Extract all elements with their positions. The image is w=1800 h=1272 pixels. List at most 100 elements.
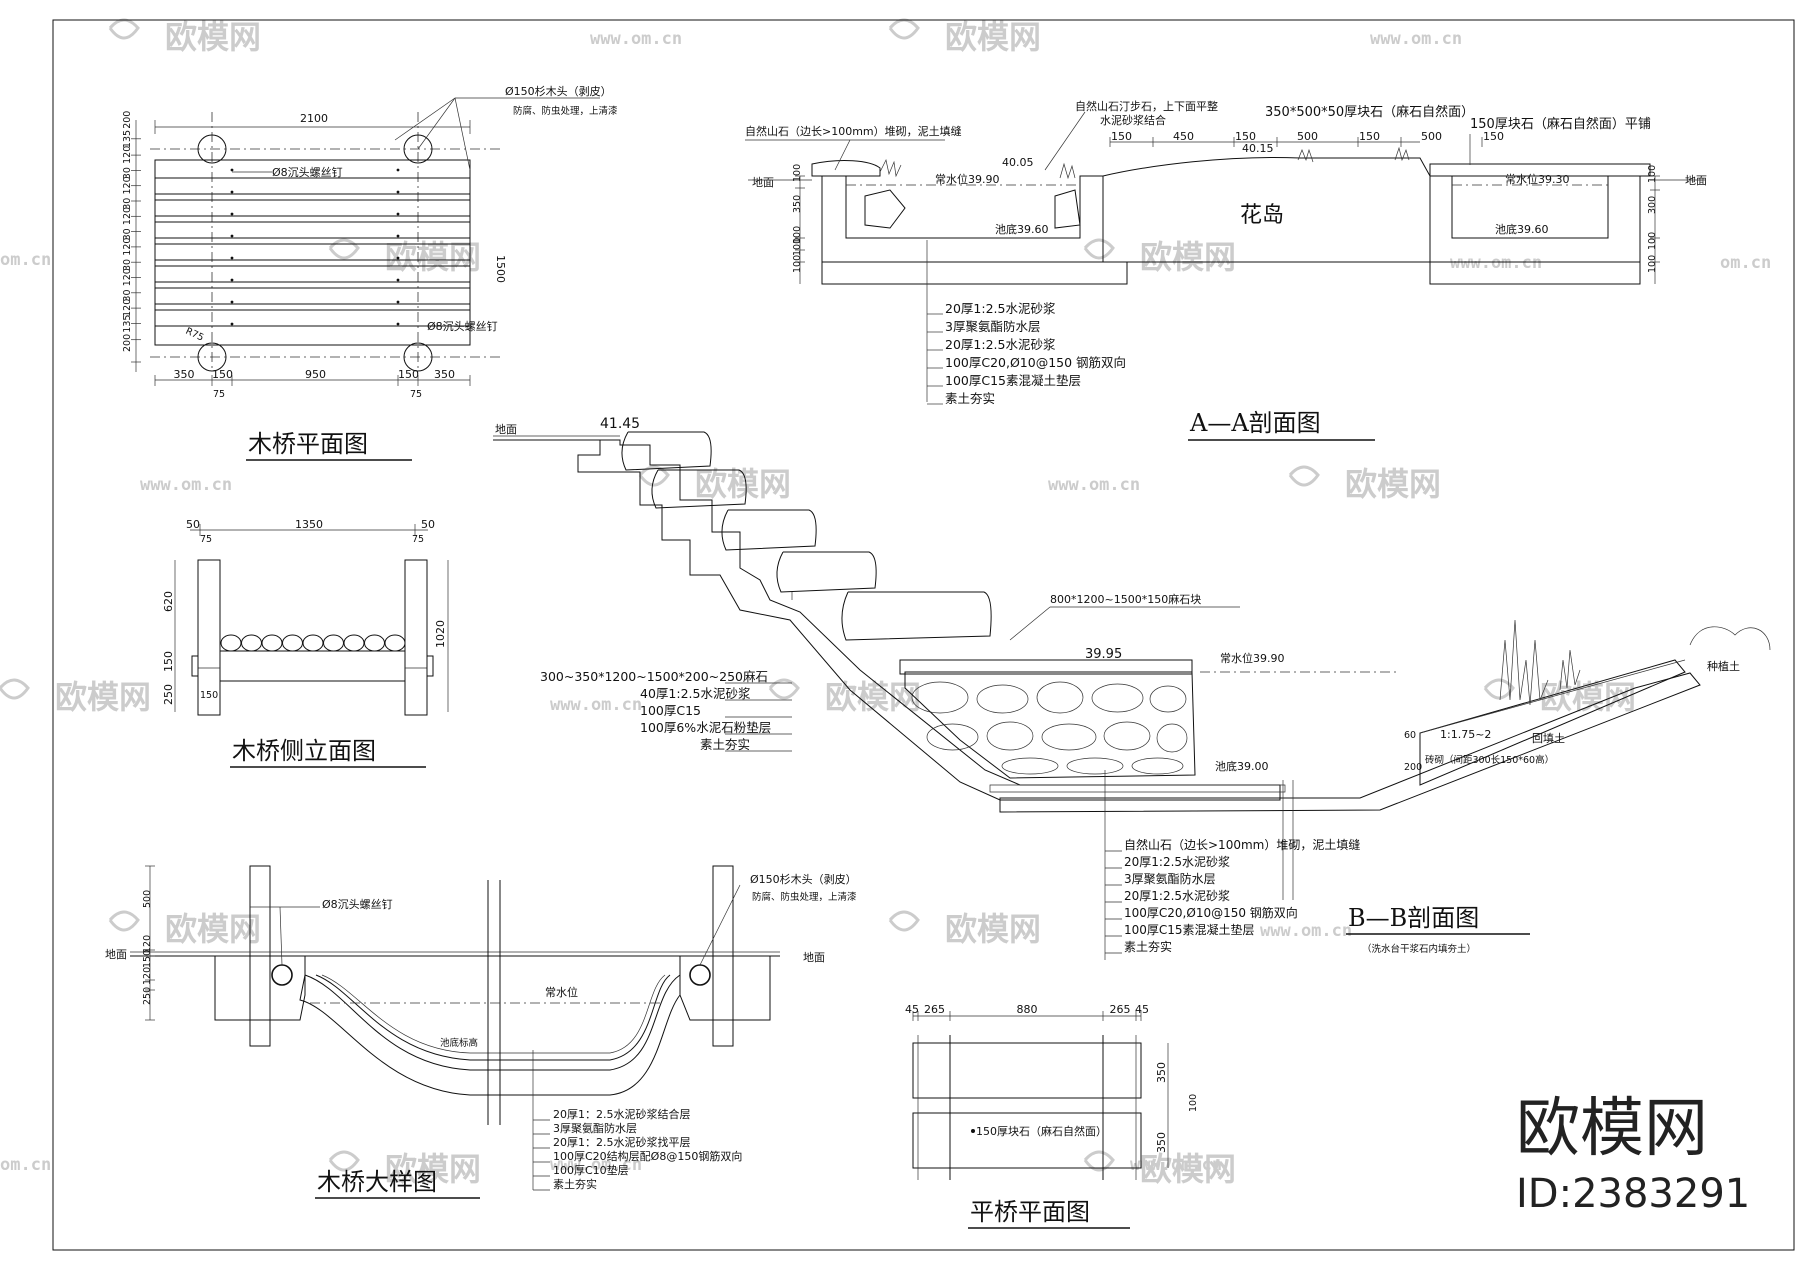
rock <box>1103 721 1151 751</box>
stone-step <box>621 431 712 471</box>
rock <box>986 721 1034 751</box>
aa-top-dim: 500 <box>1297 130 1318 143</box>
detail-ground-left: 地面 <box>105 948 127 961</box>
aa-elev-4005: 40.05 <box>1002 156 1034 169</box>
bb-step-layer-label: 素土夯实 <box>700 737 750 752</box>
plan-left-dim: 120 <box>122 268 133 286</box>
screw-dot <box>396 168 400 172</box>
watermark-layer: 欧模网欧模网欧模网欧模网欧模网欧模网欧模网欧模网欧模网欧模网欧模网欧模网欧模网w… <box>0 18 1771 1188</box>
detail-screw-note: Ø8沉头螺丝钉 <box>322 898 393 911</box>
side-dim-150: 150 <box>162 651 175 672</box>
screw-dot <box>230 168 234 172</box>
title-section-aa: A—A剖面图 <box>1189 409 1321 437</box>
bb-elev-wall: 39.95 <box>1085 647 1122 662</box>
brand-logo-text: 欧模网 <box>1516 1092 1708 1166</box>
plan-left-dim: 120 <box>122 207 133 225</box>
log-treatment-note: 防腐、防虫处理，上清漆 <box>513 105 618 117</box>
watermark-url: www.om.cn <box>1130 1155 1222 1175</box>
rock <box>1041 723 1097 751</box>
watermark-logo-icon <box>1083 1150 1115 1172</box>
screw-dot <box>230 300 234 304</box>
aa-bottom-left: 池底39.60 <box>995 222 1049 236</box>
bb-slope: 1:1.75~2 <box>1440 728 1491 741</box>
fb-top-dim: 265 <box>1110 1003 1131 1016</box>
log-section <box>261 634 283 652</box>
watermark-url: www.om.cn <box>140 475 232 495</box>
detail-layer-label: 100厚C10垫层 <box>553 1163 629 1177</box>
aa-top-dim: 150 <box>1235 130 1256 143</box>
bb-layer-label: 100厚C15素混凝土垫层 <box>1124 922 1255 937</box>
plan-bottom-dim: 350 <box>434 368 455 381</box>
side-dim-250: 250 <box>162 684 175 705</box>
aa-left-dim: 100 <box>792 164 803 182</box>
screw-dot <box>396 234 400 238</box>
fb-top-dim: 45 <box>905 1003 919 1016</box>
detail-left-dim: 120 <box>142 935 153 953</box>
aa-water-right: 常水位39.30 <box>1505 172 1570 186</box>
sheet-border <box>52 19 1795 1251</box>
aa-right-dim: 100 <box>1647 255 1658 273</box>
screw-dot <box>396 278 400 282</box>
watermark-logo-icon <box>888 18 920 40</box>
screw-dot <box>230 234 234 238</box>
bb-layer-label: 20厚1:2.5水泥砂浆 <box>1124 854 1230 869</box>
brand-id: ID:2383291 <box>1516 1171 1750 1217</box>
aa-water-left: 常水位39.90 <box>935 172 1000 186</box>
plank <box>154 265 471 283</box>
rock <box>976 684 1029 714</box>
watermark-brand: 欧模网 <box>165 18 261 56</box>
plan-left-dim: 135 <box>122 315 133 333</box>
plan-left-dim: 135 <box>122 130 133 148</box>
plan-left-dim: 30 <box>122 228 133 240</box>
watermark-url-partial: om.cn <box>1720 253 1771 273</box>
watermark-url: www.om.cn <box>1450 253 1542 273</box>
side-dim-left: 50 <box>186 518 200 531</box>
plan-left-dim: 30 <box>122 167 133 179</box>
plan-left-dim: 120 <box>122 238 133 256</box>
screw-dot <box>396 322 400 326</box>
watermark-url: www.om.cn <box>1260 921 1352 941</box>
aa-bottom-right: 池底39.60 <box>1495 222 1549 236</box>
radius-label: R75 <box>184 326 206 344</box>
rock <box>1156 723 1188 753</box>
log-section <box>241 634 262 652</box>
dim-right: 1500 <box>494 255 507 283</box>
screw-dot <box>230 190 234 194</box>
detail-left-dim: 500 <box>142 890 153 908</box>
log-section <box>302 634 324 652</box>
screw-dot <box>230 256 234 260</box>
watermark-brand: 欧模网 <box>165 910 261 948</box>
bb-step-layer-label: 300~350*1200~1500*200~250麻石 <box>540 669 768 684</box>
bb-step-layer-label: 100厚C15 <box>640 703 701 718</box>
bb-layer-label: 100厚C20,Ø10@150 钢筋双向 <box>1124 905 1298 920</box>
side-dim-span: 1350 <box>295 518 323 531</box>
bb-elev-top: 41.45 <box>600 416 640 432</box>
dim-top: 2100 <box>300 112 328 125</box>
bb-title-note: （洗水台干浆石内填夯土） <box>1362 943 1476 955</box>
watermark-logo-icon <box>1288 465 1320 487</box>
fb-top-dim: 265 <box>924 1003 945 1016</box>
watermark-url: www.om.cn <box>550 1155 642 1175</box>
aa-right-dim: 300 <box>1647 196 1658 214</box>
plan-bottom-dim: 350 <box>174 368 195 381</box>
screw-dot <box>396 190 400 194</box>
aa-flower-island: 花岛 <box>1240 203 1284 228</box>
plank <box>154 221 471 239</box>
detail-pond-bottom: 池底标高 <box>440 1037 478 1049</box>
aa-left-dim: 350 <box>792 195 803 213</box>
fb-top-dim: 880 <box>1017 1003 1038 1016</box>
bridge-plan-view: 2100 Ø150杉木头（剥皮） 防腐、防虫处理，上清漆 Ø8沉头螺丝钉 Ø8沉… <box>122 84 618 461</box>
detail-left-dim: 250 <box>142 987 153 1005</box>
bridge-side-elevation: 50 1350 50 75 75 620 150 250 1020 150 木桥… <box>162 518 449 768</box>
detail-layer-label: 素土夯实 <box>553 1177 597 1191</box>
plank <box>154 243 471 261</box>
watermark-logo-icon <box>768 678 800 700</box>
bb-brick-note: 砖砌（间距300长150*60高） <box>1425 754 1554 766</box>
aa-layer-label: 20厚1:2.5水泥砂浆 <box>945 337 1056 352</box>
stone-step <box>721 509 817 551</box>
rock <box>1149 685 1187 713</box>
aa-note-step-2: 水泥砂浆结合 <box>1100 113 1166 127</box>
aa-note-block: 350*500*50厚块石（麻石自然面） <box>1265 104 1474 120</box>
detail-log-treatment: 防腐、防虫处理，上清漆 <box>752 891 857 903</box>
side-dim-1020: 1020 <box>434 620 447 648</box>
